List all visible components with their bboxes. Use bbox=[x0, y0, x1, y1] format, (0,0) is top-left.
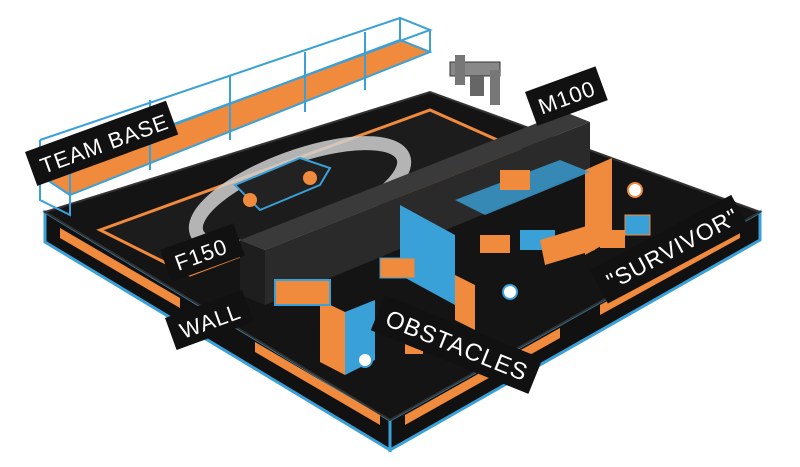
team-base-bench bbox=[37, 16, 433, 217]
central-wall bbox=[240, 112, 590, 305]
f150-vehicle bbox=[233, 156, 332, 212]
obstacles bbox=[274, 158, 651, 375]
m100-drone bbox=[449, 55, 501, 105]
